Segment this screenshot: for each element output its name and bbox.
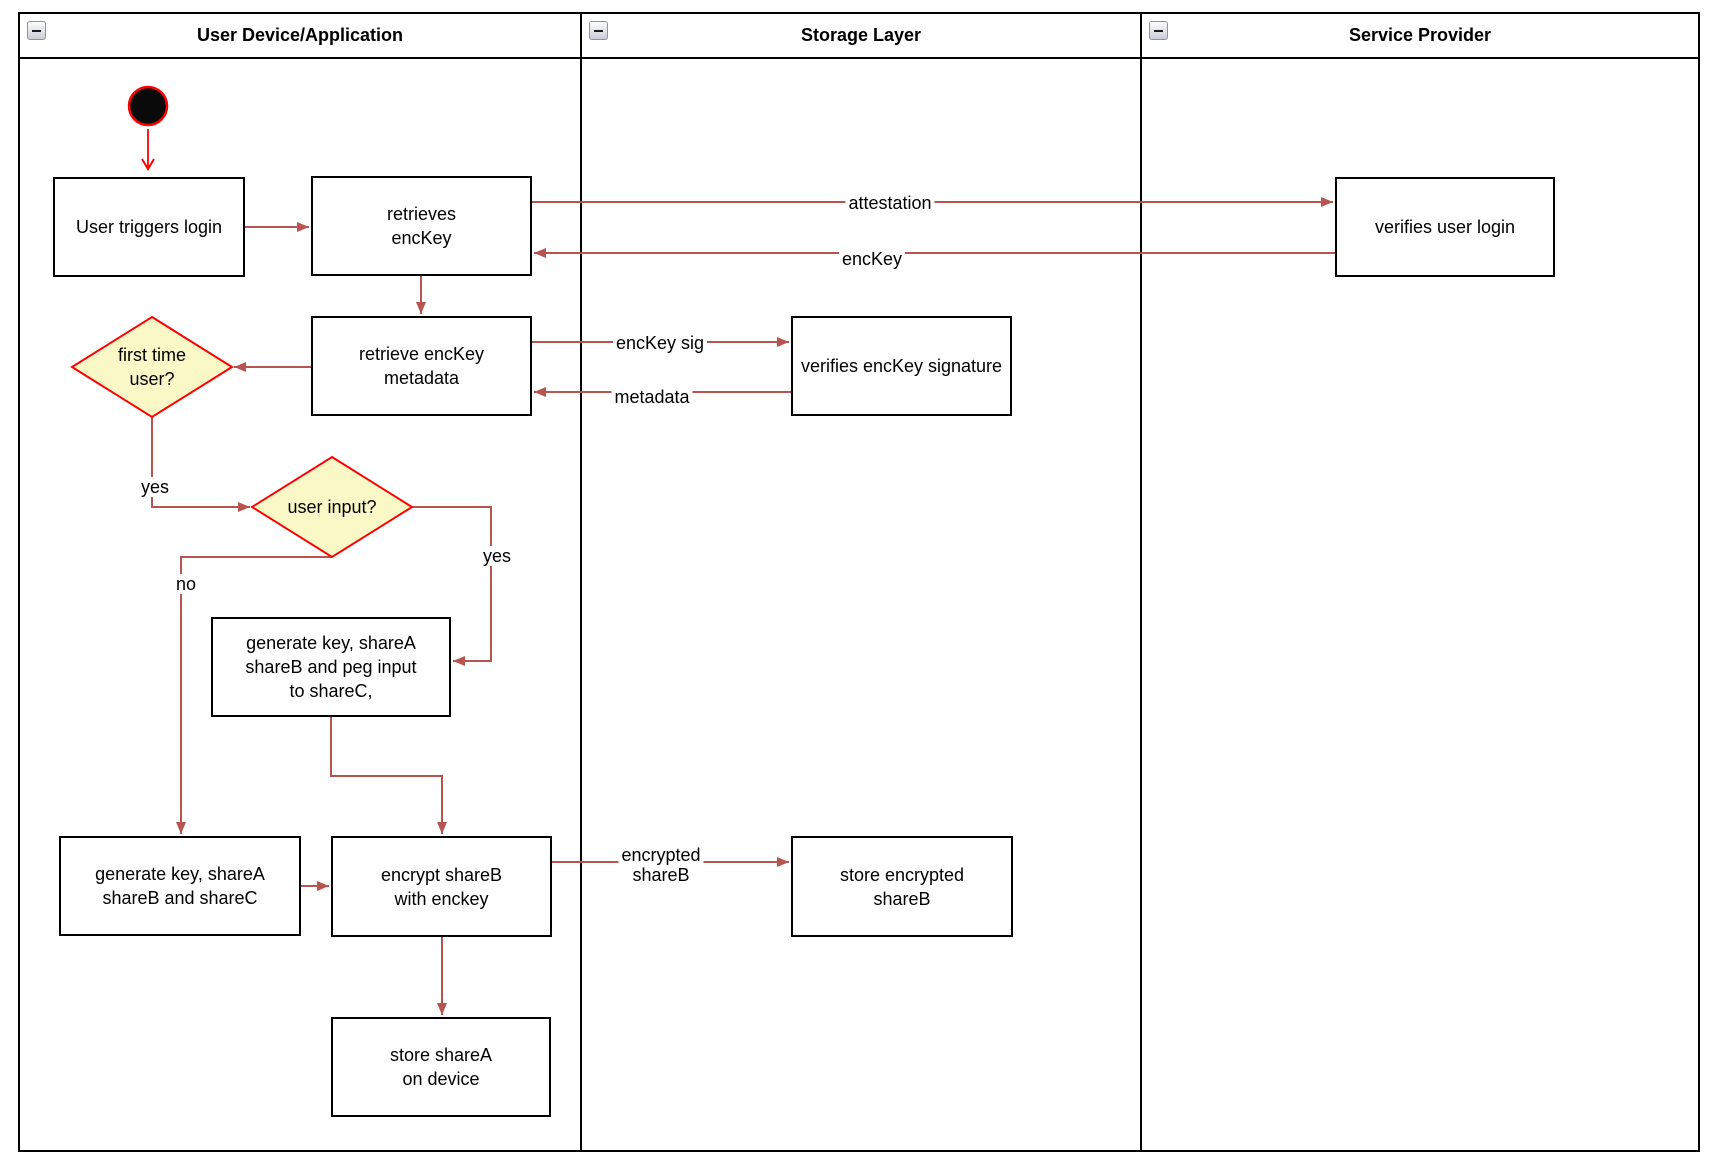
lane-divider-2 <box>1140 14 1142 1150</box>
node-retrieve-enckey-metadata: retrieve encKey metadata <box>311 316 532 416</box>
collapse-icon[interactable] <box>27 21 46 40</box>
node-store-sharea: store shareA on device <box>331 1017 551 1117</box>
lane-divider-1 <box>580 14 582 1150</box>
minus-icon <box>594 29 603 32</box>
node-verifies-user-login: verifies user login <box>1335 177 1555 277</box>
node-retrieves-enckey: retrieves encKey <box>311 176 532 276</box>
minus-icon <box>1154 29 1163 32</box>
node-encrypt-shareb: encrypt shareB with enckey <box>331 836 552 937</box>
edge-label-no-user-input: no <box>172 574 200 594</box>
lane-header-separator <box>20 57 1698 59</box>
decision-user-input <box>250 455 414 559</box>
lane-title-service-provider: Service Provider <box>1348 25 1492 45</box>
edge-label-attestation: attestation <box>845 193 935 213</box>
edge-label-yes-first-time: yes <box>137 477 173 497</box>
node-verifies-enckey-signature: verifies encKey signature <box>791 316 1012 416</box>
edge-peg-to-encrypt <box>330 717 447 834</box>
edge-label-metadata: metadata <box>611 387 693 407</box>
edge-label-enckey: encKey <box>838 249 906 269</box>
lane-title-storage-layer: Storage Layer <box>800 25 922 45</box>
edge-label-encrypted-shareb: encrypted shareB <box>618 845 704 885</box>
edge-firsttime-yes <box>151 417 250 512</box>
node-store-encrypted-shareb: store encrypted shareB <box>791 836 1013 937</box>
lane-title-user-device: User Device/Application <box>196 25 404 45</box>
node-user-triggers-login: User triggers login <box>53 177 245 277</box>
node-generate-key-shares: generate key, shareA shareB and shareC <box>59 836 301 936</box>
decision-label-first-time-user: first time user? <box>117 345 186 389</box>
edge-userinput-no <box>176 556 332 834</box>
decision-first-time-user <box>70 315 234 419</box>
collapse-icon[interactable] <box>1149 21 1168 40</box>
edge-userinput-yes <box>412 506 492 666</box>
start-node <box>127 85 169 127</box>
edge-label-yes-user-input: yes <box>479 546 515 566</box>
decision-label-user-input: user input? <box>287 497 377 517</box>
collapse-icon[interactable] <box>589 21 608 40</box>
minus-icon <box>32 29 41 32</box>
node-generate-key-peg-input: generate key, shareA shareB and peg inpu… <box>211 617 451 717</box>
edge-label-enckey-sig: encKey sig <box>612 333 708 353</box>
